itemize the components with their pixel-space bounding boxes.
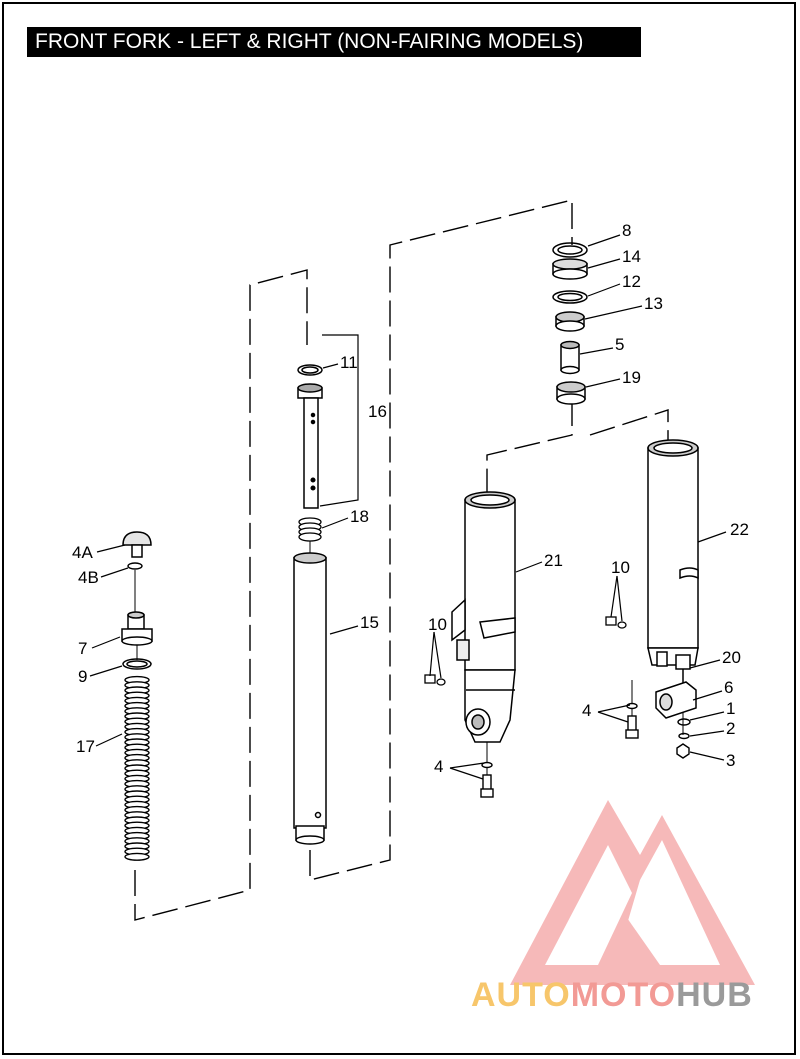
part-21-left-slider (451, 491, 516, 743)
part-19-bushing (556, 381, 586, 405)
callout-7: 7 (78, 639, 87, 658)
part-12-washer (552, 290, 588, 304)
callout-4-left: 4 (434, 757, 443, 776)
logo-part-moto: MOTO (570, 976, 677, 1014)
callout-10-left: 10 (428, 615, 447, 634)
part-4B-washer (127, 562, 143, 570)
part-4A-cap (122, 531, 152, 558)
callout-21: 21 (544, 551, 563, 570)
callout-4B: 4B (78, 568, 99, 587)
callout-labels: 8 14 12 13 5 19 11 16 18 15 4A 4B 7 9 17… (72, 221, 749, 776)
callout-11: 11 (340, 353, 358, 372)
part-18-rebound-spring (298, 517, 322, 542)
callout-leader-lines (89, 234, 727, 780)
callout-9: 9 (78, 667, 87, 686)
part-15-fork-tube (293, 552, 327, 845)
part-1-washer (677, 718, 691, 726)
callout-5: 5 (615, 335, 624, 354)
part-9-washer (122, 658, 152, 670)
spring-coil (124, 852, 150, 861)
callout-14: 14 (622, 247, 641, 266)
part-2-lockwasher (678, 732, 690, 740)
part-6-axle-cap (655, 681, 697, 719)
callout-8: 8 (622, 221, 631, 240)
callout-22: 22 (730, 520, 749, 539)
part-8-retaining-ring (552, 242, 588, 258)
part-11-ring (297, 364, 323, 376)
part-5-sleeve (560, 340, 580, 375)
callout-4-right: 4 (582, 701, 591, 720)
callout-18: 18 (350, 507, 369, 526)
callout-13: 13 (644, 294, 663, 313)
part-3-nut (676, 743, 690, 759)
callout-16: 16 (368, 402, 387, 421)
page-title: FRONT FORK - LEFT & RIGHT (NON-FAIRING M… (27, 27, 641, 57)
part-4-bolt-right (625, 702, 639, 739)
callout-20: 20 (722, 648, 741, 667)
callout-15: 15 (360, 613, 379, 632)
part-17-fork-spring (124, 675, 150, 861)
callout-12: 12 (622, 272, 641, 291)
part-22-right-slider (647, 439, 699, 690)
part-7-spacer (121, 611, 153, 646)
callout-1: 1 (726, 699, 735, 718)
callout-19: 19 (622, 368, 641, 387)
callout-2: 2 (726, 719, 735, 738)
logo-part-hub: HUB (676, 976, 753, 1014)
watermark-logo-text: AUTOMOTOHUB (471, 976, 791, 1016)
callout-17: 17 (76, 737, 95, 756)
watermark-triangle-icon (510, 800, 755, 985)
part-10-screw-left (424, 674, 446, 686)
logo-part-auto: AUTO (471, 976, 571, 1014)
callout-3: 3 (726, 751, 735, 770)
assembly-dashed-lines (134, 199, 669, 921)
callout-6: 6 (724, 678, 733, 697)
callout-4A: 4A (72, 543, 93, 562)
callout-10-right: 10 (611, 558, 630, 577)
part-4-bolt-left (480, 761, 494, 798)
part-14-seal (552, 258, 588, 280)
part-10-screw-right (605, 616, 627, 629)
assembly-stems (134, 540, 684, 780)
part-13-bushing (555, 311, 585, 332)
part-16-damper-tube (297, 383, 323, 509)
